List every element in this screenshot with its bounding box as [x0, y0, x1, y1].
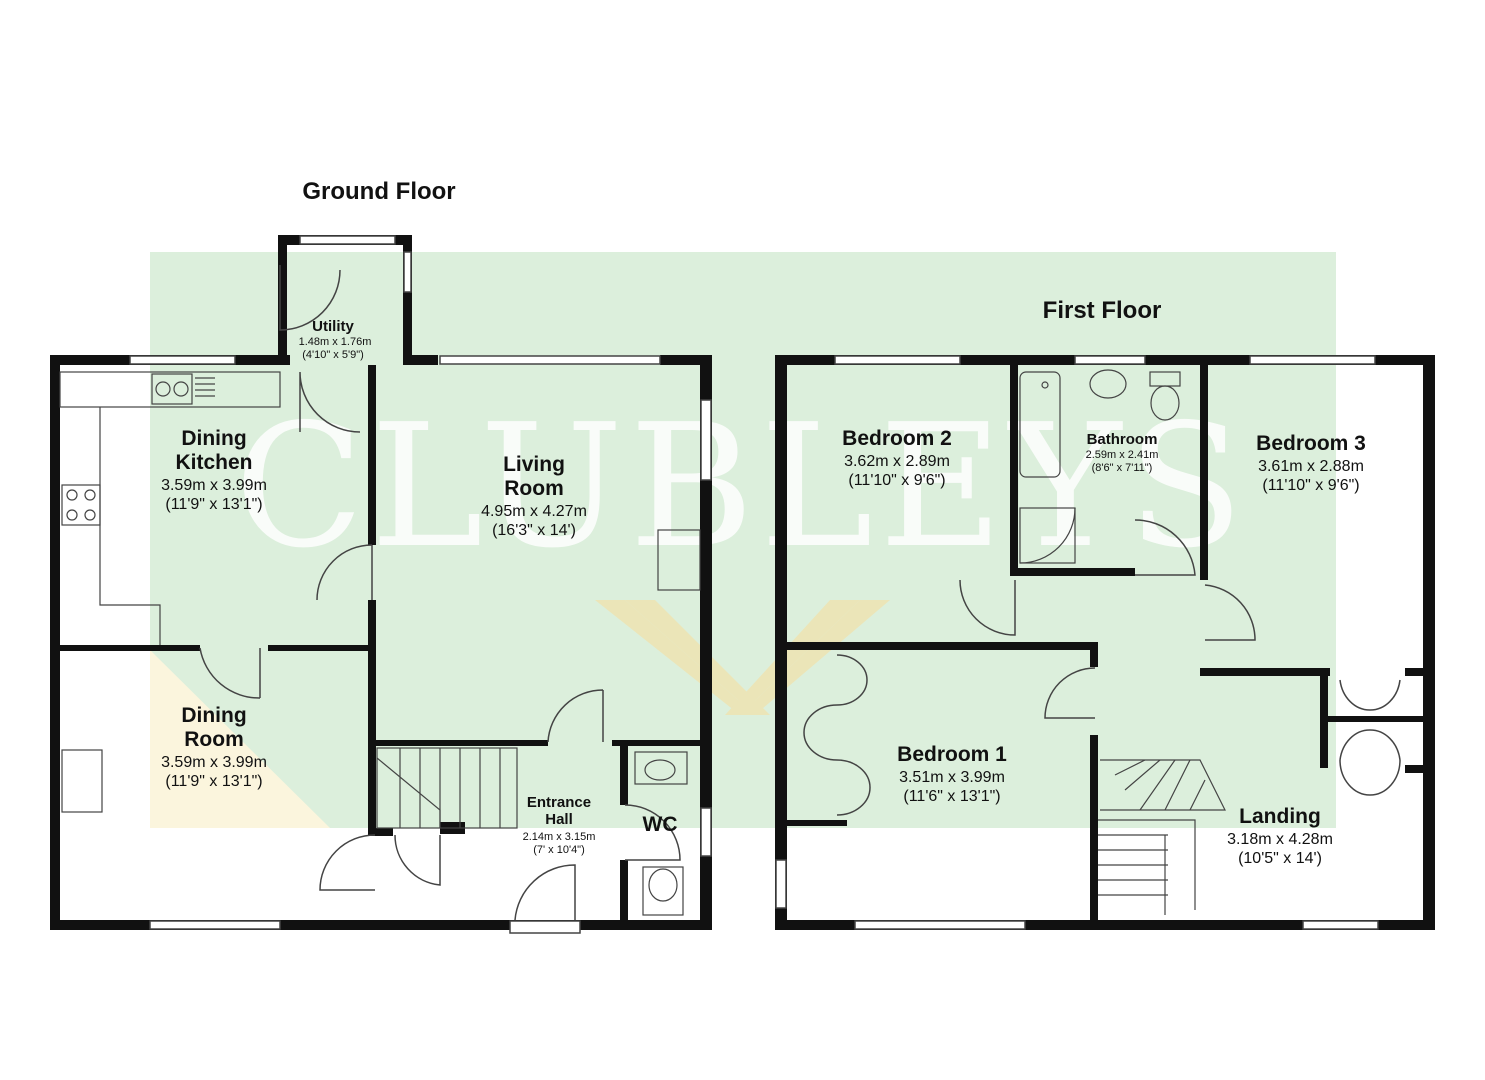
wc-name: WC [643, 813, 678, 836]
watermark-chevron-icon [595, 600, 890, 715]
bedroom-1-metric: 3.51m x 3.99m [899, 769, 1005, 786]
utility-imperial: (4'10" x 5'9") [302, 349, 364, 361]
dining-room-metric: 3.59m x 3.99m [161, 754, 267, 771]
bedroom-2-imperial: (11'10" x 9'6") [848, 472, 945, 489]
shower-icon [1019, 507, 1076, 564]
kitchen-worktop [59, 371, 281, 408]
entrance-hall-imperial: (7' x 10'4") [533, 844, 585, 856]
ground-windows [129, 235, 712, 934]
first-staircase-icon [1098, 759, 1226, 915]
watermark-text: CLUBLEYS [234, 388, 1250, 586]
first-windows [775, 355, 1379, 930]
first-labels: Bedroom 2 3.62m x 2.89m (11'10" x 9'6") … [842, 427, 1366, 867]
dining-room-name-1: Dining [181, 704, 246, 727]
bathroom-basin-icon [1089, 369, 1127, 399]
dining-kitchen-name-1: Dining [181, 427, 246, 450]
entrance-hall-name-1: Entrance [527, 794, 591, 811]
bedroom-1-imperial: (11'6" x 13'1") [903, 788, 1000, 805]
fireplace-dining-icon [61, 749, 103, 813]
ground-floor: Ground Floor [50, 178, 712, 934]
dining-room-imperial: (11'9" x 13'1") [165, 773, 262, 790]
hob-icon [61, 484, 101, 526]
dining-room-name-2: Room [184, 728, 244, 751]
bedroom-1-name: Bedroom 1 [897, 743, 1007, 766]
bathroom-imperial: (8'6" x 7'11") [1092, 462, 1153, 474]
dining-kitchen-metric: 3.59m x 3.99m [161, 477, 267, 494]
ground-fixtures [59, 371, 701, 916]
first-fixtures [1019, 369, 1226, 915]
landing-imperial: (10'5" x 14') [1238, 850, 1322, 867]
fireplace-icon [657, 529, 701, 591]
first-floor: First Floor [775, 297, 1435, 930]
watermark-band [150, 252, 1336, 828]
utility-name: Utility [312, 318, 354, 335]
landing-metric: 3.18m x 4.28m [1227, 831, 1333, 848]
first-floor-title: First Floor [1043, 297, 1162, 324]
bathroom-metric: 2.59m x 2.41m [1086, 449, 1159, 461]
entrance-hall-metric: 2.14m x 3.15m [523, 831, 596, 843]
living-room-name-2: Room [504, 477, 564, 500]
living-room-metric: 4.95m x 4.27m [481, 503, 587, 520]
bathroom-name: Bathroom [1087, 431, 1158, 448]
ground-labels: Utility 1.48m x 1.76m (4'10" x 5'9") Din… [161, 318, 677, 856]
first-doors [803, 519, 1401, 816]
living-room-imperial: (16'3" x 14') [492, 522, 576, 539]
bedroom-2-name: Bedroom 2 [842, 427, 952, 450]
bath-icon [1019, 371, 1061, 478]
dining-kitchen-imperial: (11'9" x 13'1") [165, 496, 262, 513]
landing-name: Landing [1239, 805, 1321, 828]
ground-doors [199, 265, 681, 921]
ground-floor-title: Ground Floor [302, 178, 455, 205]
kitchen-sink-icon [151, 373, 193, 405]
wc-basin-icon [634, 751, 688, 785]
bedroom-3-imperial: (11'10" x 9'6") [1262, 477, 1359, 494]
bedroom-2-metric: 3.62m x 2.89m [844, 453, 950, 470]
bedroom-3-name: Bedroom 3 [1256, 432, 1366, 455]
entrance-hall-name-2: Hall [545, 811, 573, 828]
dining-kitchen-name-2: Kitchen [175, 451, 252, 474]
bedroom-3-metric: 3.61m x 2.88m [1258, 458, 1364, 475]
living-room-name-1: Living [503, 453, 565, 476]
watermark-highlight [150, 650, 330, 828]
toilet-icon [642, 866, 684, 916]
utility-metric: 1.48m x 1.76m [299, 336, 372, 348]
ground-staircase-icon [376, 747, 518, 829]
